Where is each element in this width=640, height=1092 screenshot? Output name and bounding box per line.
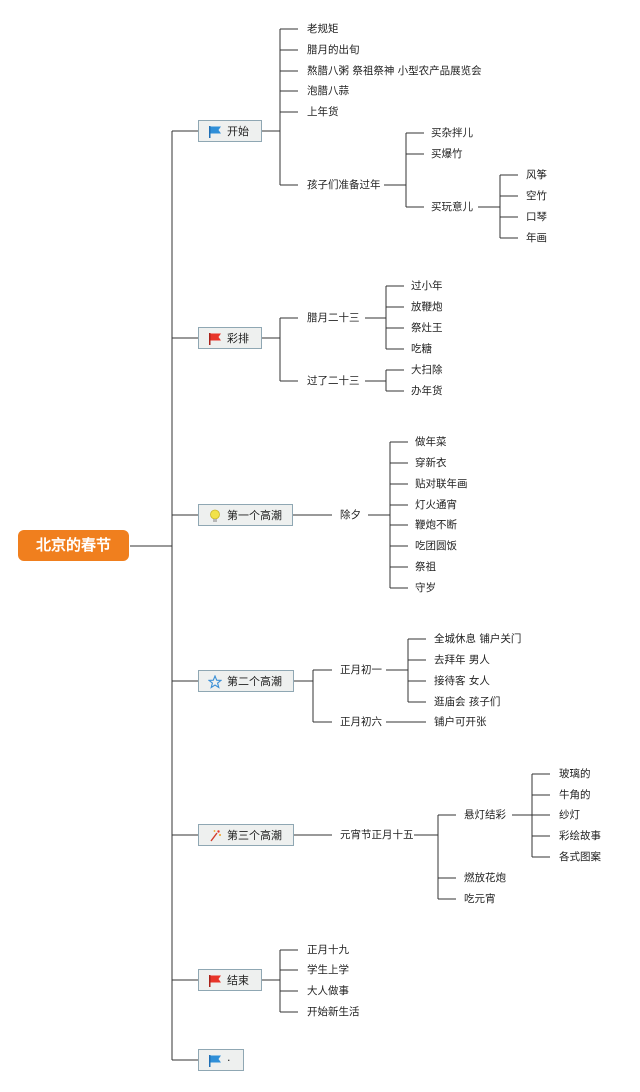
topic-label[interactable]: 腊月的出旬 [307, 44, 360, 56]
topic-label[interactable]: 放鞭炮 [411, 301, 443, 313]
branch-label: 第一个高潮 [227, 509, 282, 522]
branch-node-third-climax[interactable]: 第三个高潮 [198, 824, 294, 846]
red-flag-icon [209, 333, 221, 345]
star-icon [208, 675, 222, 689]
topic-label[interactable]: 鞭炮不断 [415, 519, 457, 531]
topic-label[interactable]: 彩绘故事 [559, 830, 601, 842]
topic-label[interactable]: 接待客 女人 [434, 675, 490, 687]
topic-label[interactable]: 除夕 [340, 509, 361, 521]
branch-node-rehearsal[interactable]: 彩排 [198, 327, 262, 349]
topic-label[interactable]: 正月初六 [340, 716, 382, 728]
topic-label[interactable]: 祭祖 [415, 561, 436, 573]
topic-label[interactable]: 熬腊八粥 祭祖祭神 小型农产品展览会 [307, 65, 482, 77]
topic-label[interactable]: 灯火通宵 [415, 499, 457, 511]
topic-label[interactable]: 吃元宵 [464, 893, 496, 905]
topic-label[interactable]: 祭灶王 [411, 322, 443, 334]
topic-label[interactable]: 牛角的 [559, 789, 591, 801]
topic-label[interactable]: 去拜年 男人 [434, 654, 490, 666]
branch-node-first-climax[interactable]: 第一个高潮 [198, 504, 293, 526]
topic-label[interactable]: 穿新衣 [415, 457, 447, 469]
topic-label[interactable]: 过小年 [411, 280, 443, 292]
branch-node-second-climax[interactable]: 第二个高潮 [198, 670, 294, 692]
topic-label[interactable]: 买玩意儿 [431, 201, 473, 213]
topic-label[interactable]: 开始新生活 [307, 1006, 360, 1018]
branch-label: 第二个高潮 [227, 675, 282, 688]
branch-label: · [227, 1054, 231, 1067]
topic-label[interactable]: 孩子们准备过年 [307, 179, 381, 191]
lightbulb-icon [210, 509, 220, 522]
topic-label[interactable]: 正月十九 [307, 944, 349, 956]
red-flag-icon [209, 975, 221, 987]
topic-label[interactable]: 燃放花炮 [464, 872, 506, 884]
topic-label[interactable]: 学生上学 [307, 964, 349, 976]
topic-label[interactable]: 守岁 [415, 582, 436, 594]
topic-label[interactable]: 风筝 [526, 169, 547, 181]
root-node[interactable]: 北京的春节 [18, 530, 129, 561]
topic-label[interactable]: 泡腊八蒜 [307, 85, 349, 97]
blue-flag-icon [209, 126, 221, 138]
topic-label[interactable]: 过了二十三 [307, 375, 360, 387]
topic-label[interactable]: 吃糖 [411, 343, 432, 355]
topic-label[interactable]: 上年货 [307, 106, 339, 118]
branch-label: 开始 [227, 125, 249, 138]
topic-label[interactable]: 腊月二十三 [307, 312, 360, 324]
branch-label: 第三个高潮 [227, 829, 282, 842]
firework-icon [210, 830, 221, 842]
topic-label[interactable]: 大扫除 [411, 364, 443, 376]
topic-label[interactable]: 纱灯 [559, 809, 580, 821]
topic-label[interactable]: 悬灯结彩 [464, 809, 506, 821]
blue-flag-icon [209, 1055, 221, 1067]
topic-label[interactable]: 正月初一 [340, 664, 382, 676]
topic-label[interactable]: 铺户可开张 [434, 716, 487, 728]
topic-label[interactable]: 贴对联年画 [415, 478, 468, 490]
topic-label[interactable]: 元宵节正月十五 [340, 829, 414, 841]
branch-node-start[interactable]: 开始 [198, 120, 262, 142]
branch-label: 结束 [227, 974, 249, 987]
topic-label[interactable]: 全城休息 铺户关门 [434, 633, 522, 645]
topic-label[interactable]: 老规矩 [307, 23, 339, 35]
topic-label[interactable]: 空竹 [526, 190, 547, 202]
topic-label[interactable]: 做年菜 [415, 436, 447, 448]
topic-label[interactable]: 办年货 [411, 385, 443, 397]
topic-label[interactable]: 买爆竹 [431, 148, 463, 160]
topic-label[interactable]: 口琴 [526, 211, 547, 223]
topic-label[interactable]: 逛庙会 孩子们 [434, 696, 501, 708]
topic-label[interactable]: 各式图案 [559, 851, 601, 863]
topic-label[interactable]: 玻璃的 [559, 768, 591, 780]
branch-node-end[interactable]: 结束 [198, 969, 262, 991]
branch-label: 彩排 [227, 332, 249, 345]
topic-label[interactable]: 年画 [526, 232, 547, 244]
branch-node-empty[interactable]: · [198, 1049, 244, 1071]
topic-label[interactable]: 大人做事 [307, 985, 349, 997]
topic-label[interactable]: 买杂拌儿 [431, 127, 473, 139]
topic-label[interactable]: 吃团圆饭 [415, 540, 457, 552]
